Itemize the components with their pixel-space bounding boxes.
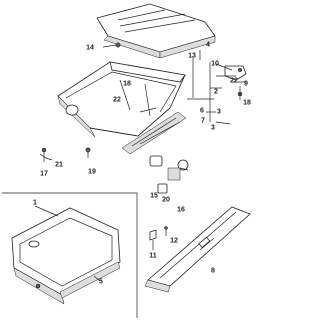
callout-7: 7	[201, 117, 205, 125]
parts-illustration	[2, 3, 251, 318]
hinge-strip	[121, 111, 187, 155]
screws-left	[39, 147, 91, 162]
inset-glove-box	[11, 207, 121, 305]
callout-8: 8	[211, 267, 215, 275]
glove-box-lid	[96, 3, 216, 59]
callout-16: 16	[177, 206, 185, 214]
callout-19: 19	[88, 168, 96, 176]
glove-box-parts-diagram: 1 2 3 4 5 6 7 8 9 10 11 12 13 14 15 16 1…	[2, 3, 251, 318]
callout-3-upper: 3	[217, 108, 221, 116]
glove-box-body	[57, 61, 186, 138]
callout-10: 10	[211, 60, 219, 68]
callout-14: 14	[86, 44, 94, 52]
callout-6: 6	[200, 107, 204, 115]
callout-11-right: 11	[149, 252, 157, 260]
callout-17: 17	[40, 170, 48, 178]
clip-11-12	[149, 226, 168, 250]
callout-5: 5	[99, 278, 103, 286]
callout-21: 21	[55, 161, 63, 169]
callout-13: 13	[188, 52, 196, 60]
inset-frame	[2, 192, 138, 318]
callout-22-right: 22	[230, 77, 238, 85]
callout-18-center: 18	[123, 80, 131, 88]
callout-15: 15	[150, 192, 158, 200]
lock-assembly	[149, 155, 189, 194]
screw-14	[102, 42, 121, 48]
callout-2: 2	[214, 88, 218, 96]
callout-4: 4	[206, 41, 210, 49]
callout-12: 12	[170, 237, 178, 245]
callout-22-center: 22	[113, 96, 121, 104]
leader-lines	[34, 50, 246, 282]
callout-9: 9	[244, 80, 248, 88]
callout-3-lower: 3	[211, 124, 215, 132]
trim-strip	[144, 206, 251, 293]
callout-20: 20	[162, 196, 170, 204]
callout-18-right: 18	[243, 99, 251, 107]
callout-1: 1	[33, 199, 37, 207]
